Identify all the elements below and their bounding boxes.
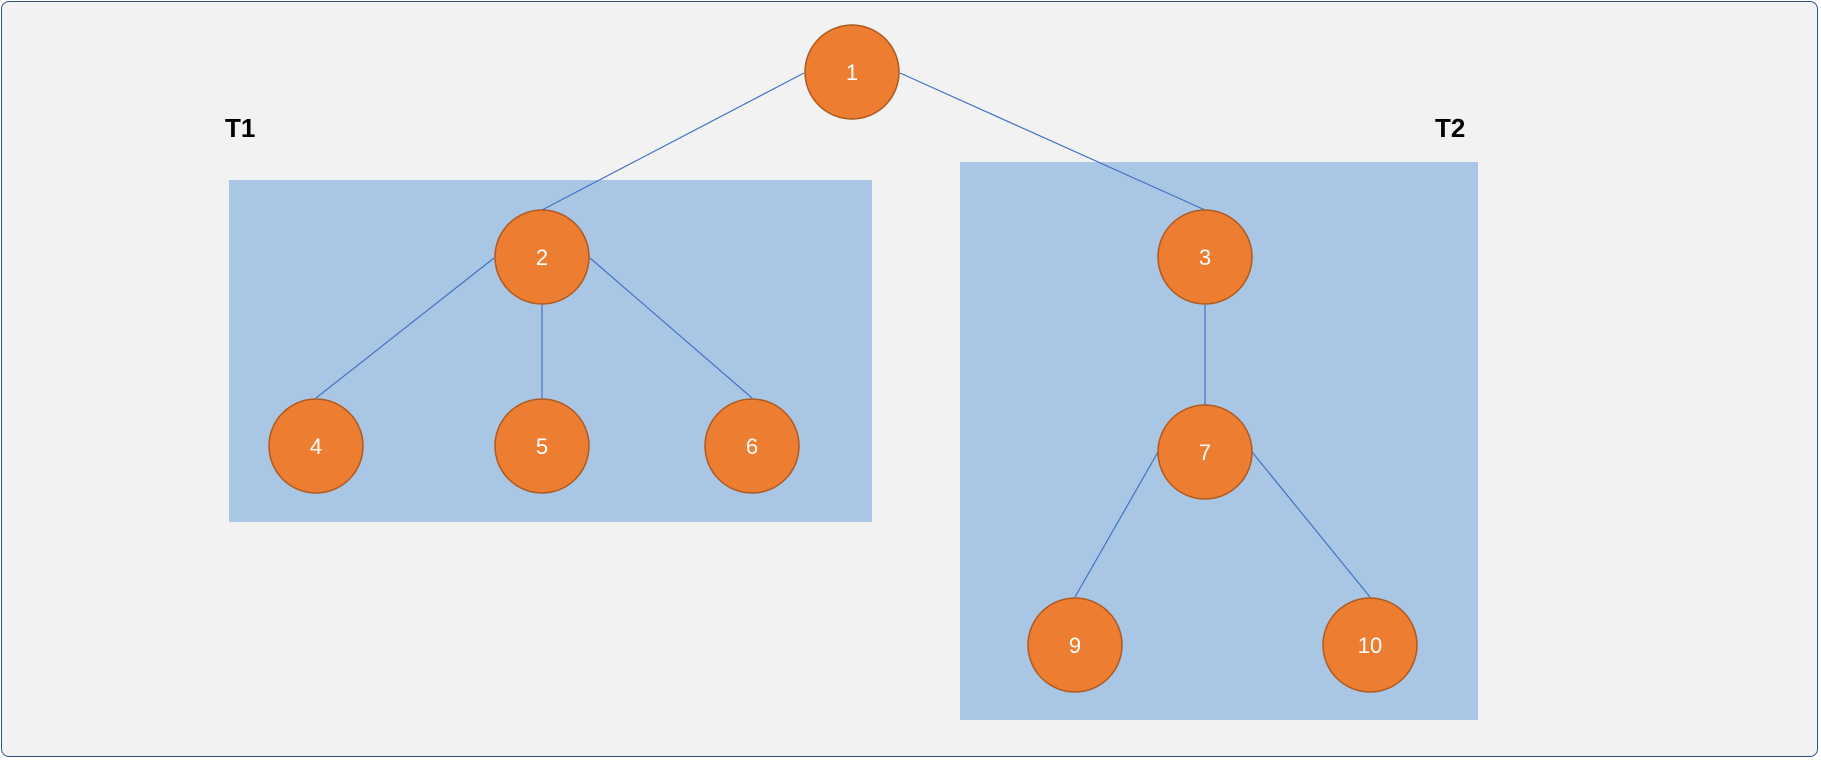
node-label: 3 (1199, 245, 1211, 270)
node-label: 5 (536, 434, 548, 459)
tree-node: 4 (268, 398, 364, 494)
edge-7-10 (1251, 451, 1371, 598)
node-label: 9 (1069, 633, 1081, 658)
tree-node: 5 (494, 398, 590, 494)
tree-node: 10 (1322, 597, 1418, 693)
tree-node: 2 (494, 209, 590, 305)
tree-node: 6 (704, 398, 800, 494)
region-t1-label: T1 (225, 113, 255, 143)
edge-1-3 (899, 72, 1206, 211)
tree-node: 3 (1157, 209, 1253, 305)
tree-node: 1 (804, 24, 900, 120)
node-label: 10 (1358, 633, 1382, 658)
region-t2-label: T2 (1435, 113, 1465, 143)
node-label: 6 (746, 434, 758, 459)
tree-node: 7 (1157, 404, 1253, 500)
node-label: 7 (1199, 440, 1211, 465)
edge-1-2 (541, 72, 805, 211)
node-label: 4 (310, 434, 322, 459)
edge-7-9 (1074, 451, 1159, 598)
node-label: 1 (846, 60, 858, 85)
edge-2-4 (315, 257, 495, 399)
node-label: 2 (536, 245, 548, 270)
tree-node: 9 (1027, 597, 1123, 693)
edge-2-6 (589, 257, 753, 399)
